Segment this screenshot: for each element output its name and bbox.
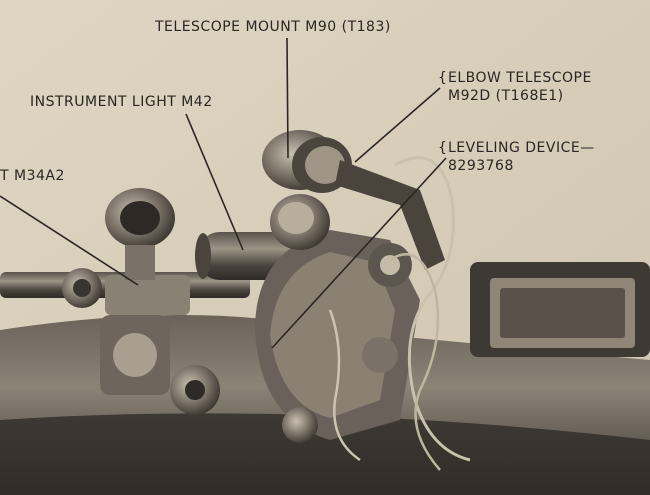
wiring: [394, 156, 471, 462]
label-instrument-light: INSTRUMENT LIGHT M42: [30, 94, 213, 110]
label-elbow-telescope-line2: M92D (T168E1): [448, 88, 564, 104]
brace-elbow: {: [438, 70, 448, 86]
label-leveling-device-line1: LEVELING DEVICE—: [448, 140, 595, 156]
label-leveling-device-line2: 8293768: [448, 158, 514, 174]
elbow-telescope-arm: [335, 160, 445, 270]
leader-lines: [0, 37, 447, 349]
brace-leveling: {: [438, 140, 448, 156]
mount-lock-knob: [282, 407, 318, 443]
label-elbow-telescope-line1: ELBOW TELESCOPE: [448, 70, 592, 86]
mount-body: [105, 275, 190, 315]
label-mount-partial: T M34A2: [0, 168, 65, 184]
label-telescope-mount: TELESCOPE MOUNT M90 (T183): [155, 19, 391, 35]
